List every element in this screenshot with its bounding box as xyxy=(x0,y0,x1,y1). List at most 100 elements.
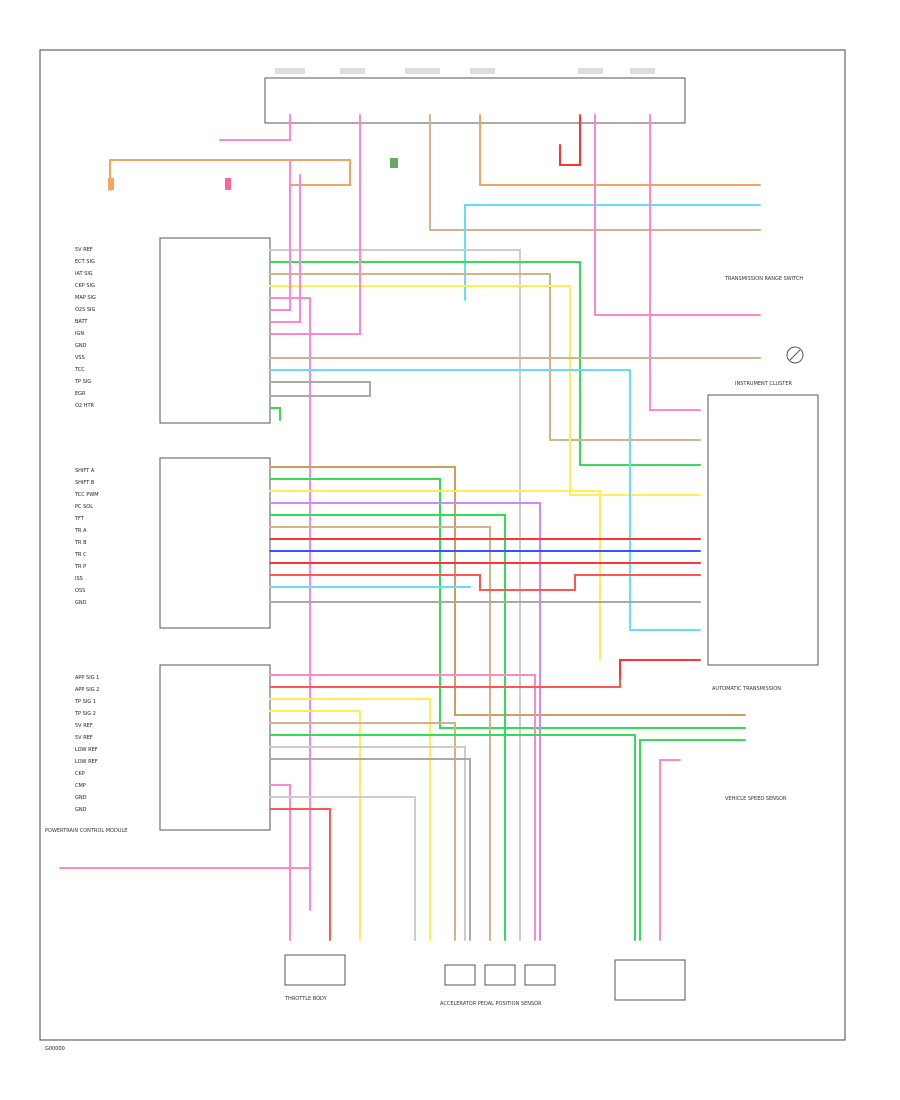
fuse-block-labels xyxy=(275,68,655,74)
wire-gray-c7 xyxy=(269,746,466,941)
wire-tan-b6 xyxy=(269,526,491,941)
throttle-body-label: THROTTLE BODY xyxy=(284,996,328,1002)
wire-green-b2 xyxy=(269,478,746,729)
pcm-connector-b xyxy=(159,457,271,629)
pin-c-3: TP SIG 1 xyxy=(74,699,96,705)
pin-a-13: EGR xyxy=(75,391,86,397)
wire-brown-b1 xyxy=(269,466,746,716)
pin-a-2: ECT SIG xyxy=(75,259,95,265)
trs-label: TRANSMISSION RANGE SWITCH xyxy=(724,276,803,282)
pcm-title: POWERTRAIN CONTROL MODULE xyxy=(45,828,127,834)
pin-a-4: CKP SIG xyxy=(75,283,95,289)
wire-pink-vss xyxy=(659,759,681,941)
wire-pink-right xyxy=(594,114,761,316)
wire-orange-right xyxy=(479,114,761,186)
pin-c-12: GND xyxy=(75,807,87,813)
wire-green-1 xyxy=(269,261,701,466)
pin-b-9: TR P xyxy=(74,564,86,570)
pin-c-9: CKP xyxy=(75,771,85,777)
wire-white-1 xyxy=(269,249,521,941)
wire-gray-2 xyxy=(269,381,371,397)
pin-b-12: GND xyxy=(75,600,87,606)
wire-tan-c5 xyxy=(269,722,456,941)
instrument-cluster-box xyxy=(707,394,819,666)
pin-c-10: CMP xyxy=(75,783,86,789)
wire-orange-top xyxy=(109,159,351,191)
pin-b-5: TFT xyxy=(74,516,85,522)
pin-b-11: OSS xyxy=(75,588,85,594)
vss-sensor-box xyxy=(614,959,686,1001)
app-sensor-3 xyxy=(524,964,556,986)
wire-green-c6 xyxy=(269,734,636,941)
fuse-block xyxy=(264,77,686,124)
pin-b-6: TR A xyxy=(74,528,87,534)
wire-pink-top xyxy=(219,114,291,141)
wire-pink-a4 xyxy=(269,114,361,335)
pin-b-10: ISS xyxy=(75,576,83,582)
app-sensor-label: ACCELERATOR PEDAL POSITION SENSOR xyxy=(440,1001,542,1007)
pin-c-8: LOW REF xyxy=(75,759,98,765)
pin-c-5: 5V REF xyxy=(75,723,93,729)
pin-a-8: IGN xyxy=(75,331,84,337)
pin-a-12: TP SIG xyxy=(74,379,91,385)
vss-label: VEHICLE SPEED SENSOR xyxy=(725,796,787,802)
pin-a-3: IAT SIG xyxy=(75,271,93,277)
pin-a-9: GND xyxy=(75,343,87,349)
wire-purple-b4 xyxy=(269,502,541,941)
wire-yellow-c3 xyxy=(269,698,431,941)
pin-labels-c: APP SIG 1 APP SIG 2 TP SIG 1 TP SIG 2 5V… xyxy=(74,675,99,813)
pin-b-4: PC SOL xyxy=(75,504,93,510)
ground-icon xyxy=(786,346,804,364)
wire-yellow-b3 xyxy=(269,490,601,661)
instrument-cluster-label: INSTRUMENT CLUSTER xyxy=(735,381,793,387)
wire-gray-c10 xyxy=(269,796,416,941)
pin-labels-b: SHIFT A SHIFT B TCC PWM PC SOL TFT TR A … xyxy=(74,468,99,606)
wire-red-c11 xyxy=(269,808,331,941)
pin-c-4: TP SIG 2 xyxy=(74,711,96,717)
pin-c-1: APP SIG 1 xyxy=(75,675,99,681)
pin-b-1: SHIFT A xyxy=(75,468,95,474)
wires-lower xyxy=(59,674,746,941)
automatic-transmission-label: AUTOMATIC TRANSMISSION xyxy=(712,686,781,692)
pin-a-10: VSS xyxy=(75,355,85,361)
wire-pink-c9 xyxy=(269,784,291,941)
wire-gray-c8 xyxy=(269,758,471,941)
wire-green-2 xyxy=(269,407,281,421)
wire-red-b10 xyxy=(269,574,701,591)
wire-pink-a3 xyxy=(269,174,301,323)
pin-labels-a: 5V REF ECT SIG IAT SIG CKP SIG MAP SIG O… xyxy=(74,247,96,409)
app-sensor-1 xyxy=(444,964,476,986)
pin-b-3: TCC PWM xyxy=(74,492,99,498)
wire-red-c2 xyxy=(269,679,621,688)
wire-cyan-top xyxy=(464,204,761,301)
wires-middle xyxy=(269,466,746,941)
throttle-body-sensor xyxy=(284,954,346,986)
pin-a-7: BATT xyxy=(75,319,88,325)
pin-a-14: O2 HTR xyxy=(75,403,95,409)
pin-c-6: 5V REF xyxy=(75,735,93,741)
pin-c-2: APP SIG 2 xyxy=(75,687,99,693)
wire-pink-cluster xyxy=(649,114,701,411)
wire-pink-a1 xyxy=(269,297,311,911)
wire-pink-c1 xyxy=(269,674,536,941)
app-sensor-2 xyxy=(484,964,516,986)
pin-b-8: TR C xyxy=(74,552,87,558)
pin-a-1: 5V REF xyxy=(75,247,93,253)
pin-b-7: TR B xyxy=(74,540,87,546)
pcm-connector-c xyxy=(159,664,271,831)
figure-id: G00000 xyxy=(45,1046,65,1052)
wire-yellow-1 xyxy=(269,285,701,496)
wire-green-vss xyxy=(639,739,746,941)
pin-a-11: TCC xyxy=(74,367,85,373)
pin-a-6: O2S SIG xyxy=(75,307,96,313)
wire-cyan-2 xyxy=(269,369,701,631)
wire-red-top xyxy=(559,114,581,166)
wires-upper xyxy=(109,114,761,941)
wire-red-cluster xyxy=(619,659,701,681)
connector-icon xyxy=(108,158,398,190)
pin-b-2: SHIFT B xyxy=(75,480,95,486)
pin-c-7: LOW REF xyxy=(75,747,98,753)
pin-a-5: MAP SIG xyxy=(75,295,96,301)
wire-yellow-c4 xyxy=(269,710,361,941)
